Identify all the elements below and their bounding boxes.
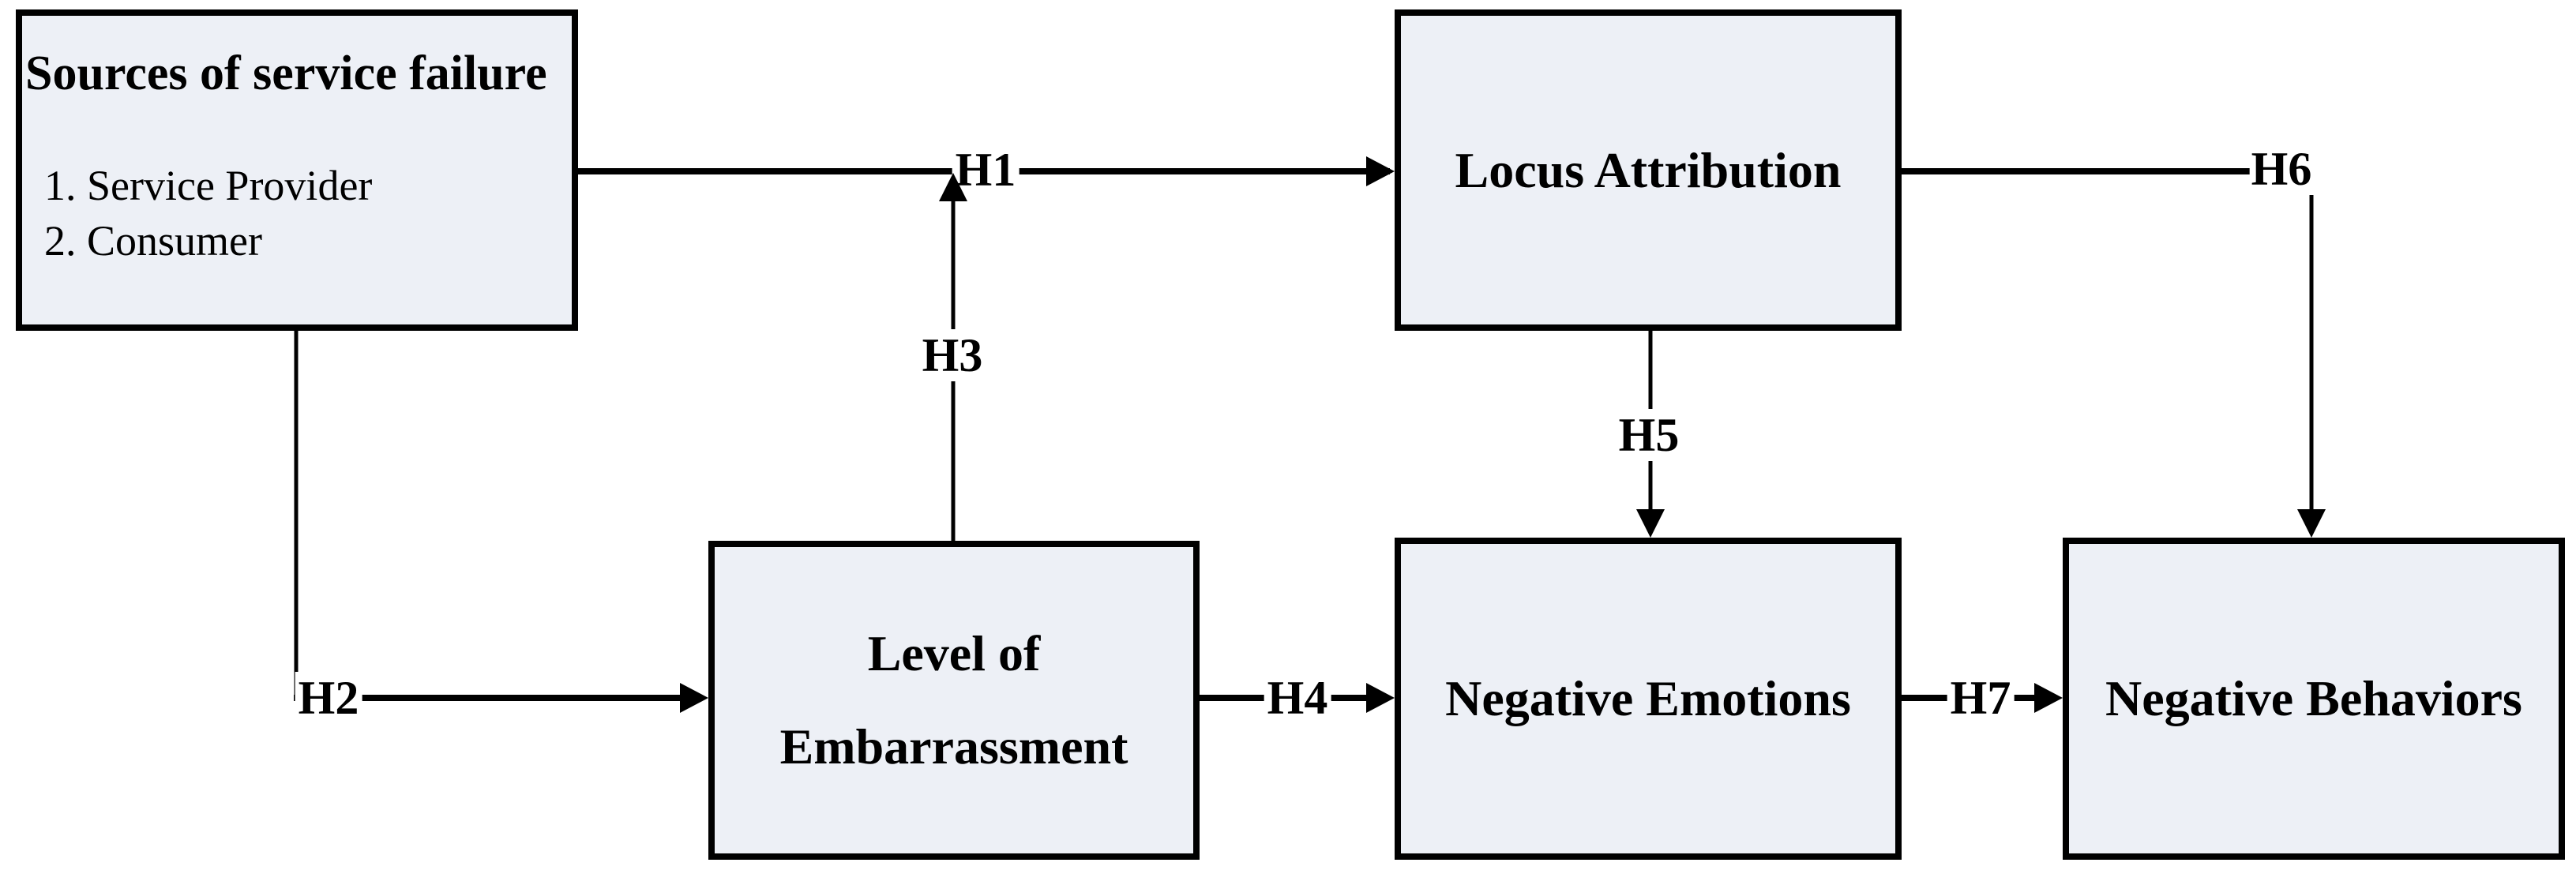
level-label-line-1: Level of (867, 625, 1041, 681)
negative-behaviors-box: Negative Behaviors (2063, 538, 2565, 860)
locus-attribution-box: Locus Attribution (1395, 9, 1902, 331)
sources-list-item-service-provider: 1. Service Provider (44, 162, 373, 209)
sources-of-service-failure-box: Sources of service failure 1. Service Pr… (16, 9, 578, 331)
hypothesis-label-h4: H4 (1264, 672, 1331, 724)
negative-emotions-box: Negative Emotions (1395, 538, 1902, 860)
level-label-line-2: Embarrassment (779, 718, 1128, 774)
hypothesis-label-h1: H1 (952, 144, 1020, 196)
hypothesis-label-h5: H5 (1615, 409, 1683, 461)
sources-box-list: 1. Service Provider 2. Consumer (44, 158, 572, 268)
level-of-embarrassment-label: Level of Embarrassment (780, 607, 1128, 793)
hypothesis-label-h3: H3 (918, 329, 986, 381)
locus-attribution-label: Locus Attribution (1455, 141, 1842, 198)
hypothesis-label-h6: H6 (2249, 143, 2314, 195)
negative-emotions-label: Negative Emotions (1445, 670, 1851, 726)
hypothesis-label-h7: H7 (1947, 672, 2015, 724)
negative-behaviors-label: Negative Behaviors (2105, 670, 2522, 726)
sources-list-item-consumer: 2. Consumer (44, 217, 262, 264)
level-of-embarrassment-box: Level of Embarrassment (708, 541, 1200, 860)
sources-box-title: Sources of service failure (25, 47, 547, 100)
hypothesis-label-h2: H2 (295, 672, 362, 724)
